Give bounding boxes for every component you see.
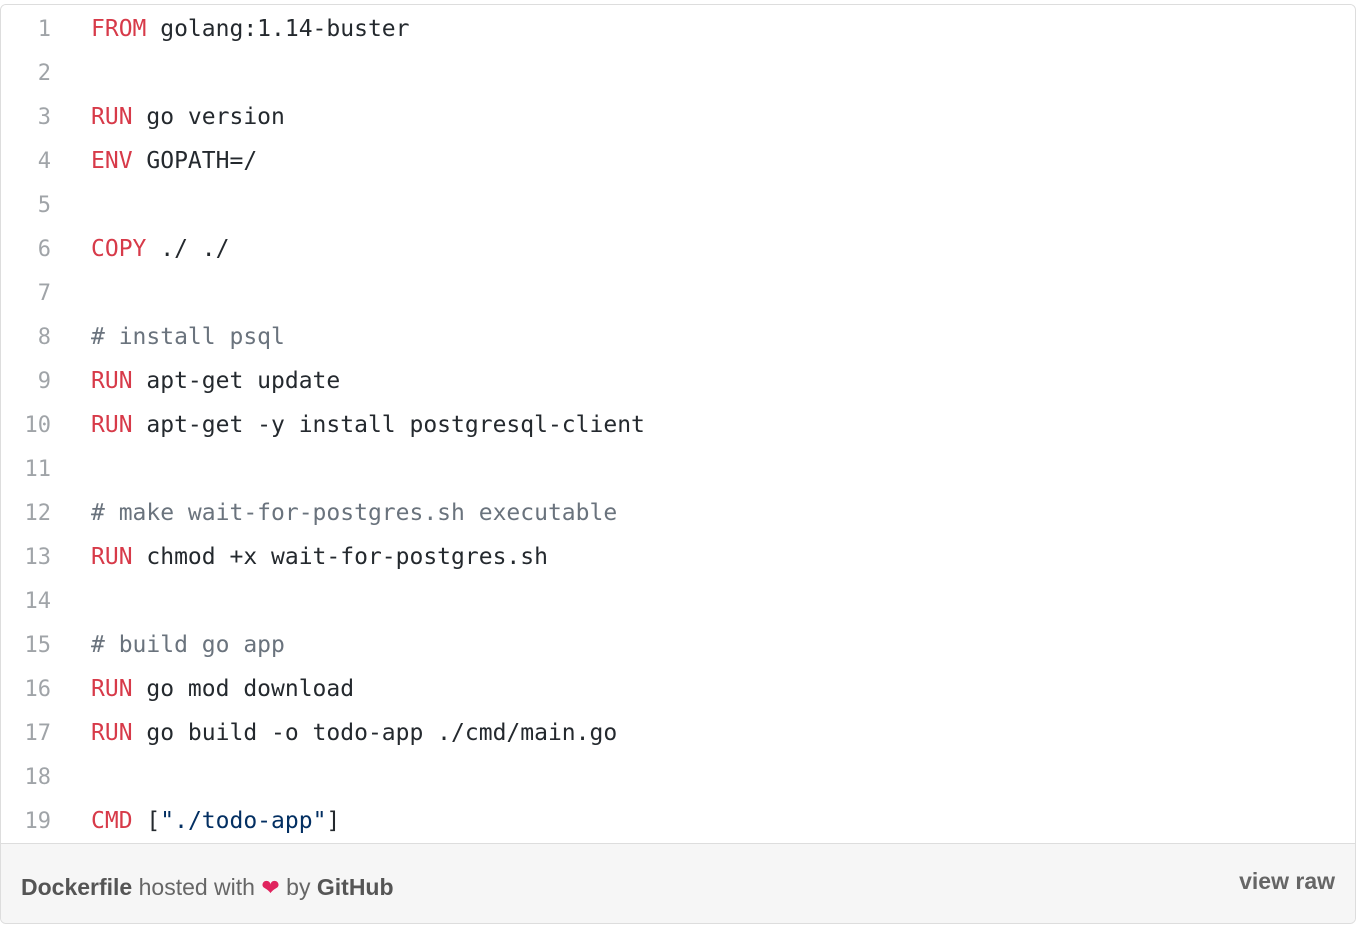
plain-token: chmod +x wait-for-postgres.sh: [132, 544, 548, 570]
keyword-token: RUN: [91, 544, 133, 570]
line-number[interactable]: 5: [37, 192, 51, 218]
line-number[interactable]: 17: [24, 720, 52, 746]
filename-link[interactable]: Dockerfile: [21, 874, 133, 900]
plain-token: go build -o todo-app ./cmd/main.go: [132, 720, 618, 746]
plain-token: apt-get -y install postgresql-client: [132, 412, 645, 438]
line-number[interactable]: 11: [24, 456, 52, 482]
plain-token: go mod download: [132, 676, 355, 702]
line-number[interactable]: 2: [37, 60, 51, 86]
line-code: # install psql: [51, 315, 1355, 359]
line-code: ​: [51, 579, 1355, 623]
line-number[interactable]: 8: [37, 324, 51, 350]
plain-token: golang:1.14-buster: [146, 16, 410, 42]
plain-token: [: [132, 808, 161, 834]
gist-footer: Dockerfile hosted with ❤ by GitHub view …: [1, 843, 1355, 923]
plain-token: ]: [326, 808, 341, 834]
line-code: CMD ["./todo-app"]: [51, 799, 1355, 843]
line-code: ​: [51, 51, 1355, 95]
keyword-token: COPY: [91, 236, 147, 262]
comment-token: # make wait-for-postgres.sh executable: [91, 500, 618, 526]
code-line: 14​: [1, 579, 1355, 623]
line-code: RUN apt-get update: [51, 359, 1355, 403]
code-line: 8 # install psql: [1, 315, 1355, 359]
keyword-token: RUN: [91, 104, 133, 130]
line-number[interactable]: 18: [24, 764, 52, 790]
line-code: ​: [51, 447, 1355, 491]
github-link[interactable]: GitHub: [316, 874, 394, 900]
line-number[interactable]: 3: [37, 104, 51, 130]
gist-footer-credit: Dockerfile hosted with ❤ by GitHub: [21, 874, 394, 901]
line-number[interactable]: 10: [24, 412, 52, 438]
comment-token: # build go app: [91, 632, 285, 658]
code-line: 5​: [1, 183, 1355, 227]
line-code: # build go app: [51, 623, 1355, 667]
line-code: RUN go mod download: [51, 667, 1355, 711]
line-code: RUN go version: [51, 95, 1355, 139]
line-number[interactable]: 1: [37, 16, 51, 42]
line-code: ENV GOPATH=/: [51, 139, 1355, 183]
keyword-token: RUN: [91, 720, 133, 746]
plain-token: ./ ./: [146, 236, 230, 262]
line-code: ​: [51, 755, 1355, 799]
line-number[interactable]: 13: [24, 544, 52, 570]
line-number[interactable]: 15: [24, 632, 52, 658]
plain-token: GOPATH=/: [132, 148, 258, 174]
line-code: FROM golang:1.14-buster: [51, 7, 1355, 51]
line-code: # make wait-for-postgres.sh executable: [51, 491, 1355, 535]
line-code: ​: [51, 183, 1355, 227]
hosted-with-text: hosted with: [132, 874, 262, 900]
line-code: ​: [51, 271, 1355, 315]
line-number[interactable]: 19: [24, 808, 52, 834]
view-raw-link[interactable]: view raw: [1239, 868, 1335, 894]
line-number[interactable]: 6: [37, 236, 51, 262]
keyword-token: RUN: [91, 676, 133, 702]
line-number[interactable]: 16: [24, 676, 52, 702]
code-line: 18​: [1, 755, 1355, 799]
line-code: COPY ./ ./: [51, 227, 1355, 271]
keyword-token: FROM: [91, 16, 147, 42]
keyword-token: ENV: [91, 148, 133, 174]
line-number[interactable]: 12: [24, 500, 52, 526]
line-number[interactable]: 7: [37, 280, 51, 306]
line-number[interactable]: 4: [37, 148, 51, 174]
line-code: RUN chmod +x wait-for-postgres.sh: [51, 535, 1355, 579]
keyword-token: CMD: [91, 808, 133, 834]
string-token: "./todo-app": [160, 808, 327, 834]
code-line: 12 # make wait-for-postgres.sh executable: [1, 491, 1355, 535]
line-code: RUN apt-get -y install postgresql-client: [51, 403, 1355, 447]
code-line: 2​: [1, 51, 1355, 95]
by-text: by: [279, 874, 317, 900]
code-line: 11​: [1, 447, 1355, 491]
heart-icon: ❤: [261, 876, 280, 901]
plain-token: go version: [132, 104, 285, 130]
code-line: 7​: [1, 271, 1355, 315]
keyword-token: RUN: [91, 368, 133, 394]
line-number[interactable]: 14: [24, 588, 52, 614]
plain-token: apt-get update: [132, 368, 341, 394]
line-code: RUN go build -o todo-app ./cmd/main.go: [51, 711, 1355, 755]
code-line: 15 # build go app: [1, 623, 1355, 667]
line-number[interactable]: 9: [37, 368, 51, 394]
comment-token: # install psql: [91, 324, 285, 350]
keyword-token: RUN: [91, 412, 133, 438]
